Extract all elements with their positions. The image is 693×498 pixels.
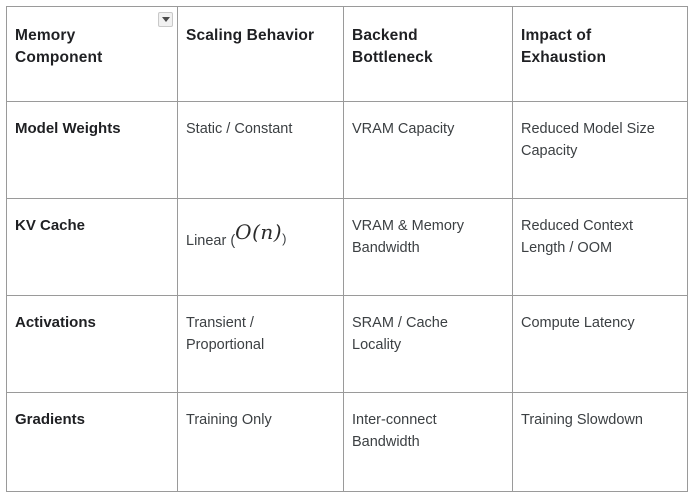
cell-text-impact-of-exhaustion: Training Slowdown: [521, 412, 643, 428]
column-header-backend-bottleneck[interactable]: Backend Bottleneck: [343, 6, 513, 102]
table-row: Activations Transient / Proportional SRA…: [6, 295, 688, 393]
cell-text-memory-component: Activations: [15, 314, 96, 331]
table-header-row: Memory Component Scaling Behavior Backen…: [6, 6, 688, 102]
column-header-impact-of-exhaustion[interactable]: Impact of Exhaustion: [512, 6, 688, 102]
cell-memory-component: Model Weights: [6, 101, 178, 199]
cell-impact-of-exhaustion: Reduced Context Length / OOM: [512, 198, 688, 296]
cell-memory-component: Activations: [6, 295, 178, 393]
chevron-down-icon[interactable]: [158, 12, 173, 27]
math-prefix: Linear (: [186, 233, 236, 249]
cell-text-memory-component: Model Weights: [15, 120, 121, 137]
column-header-label-memory-component: Memory Component: [15, 27, 103, 66]
memory-component-table: Memory Component Scaling Behavior Backen…: [6, 6, 688, 492]
table-header: Memory Component Scaling Behavior Backen…: [6, 6, 688, 102]
column-header-memory-component[interactable]: Memory Component: [6, 6, 178, 102]
cell-text-memory-component: Gradients: [15, 411, 86, 428]
cell-text-impact-of-exhaustion: Reduced Model Size Capacity: [521, 121, 655, 159]
cell-text-backend-bottleneck: VRAM & Memory Bandwidth: [352, 218, 464, 256]
table-row: KV Cache Linear (O(n)) VRAM & Memory Ban…: [6, 198, 688, 296]
cell-text-impact-of-exhaustion: Reduced Context Length / OOM: [521, 218, 634, 256]
cell-impact-of-exhaustion: Compute Latency: [512, 295, 688, 393]
cell-text-backend-bottleneck: VRAM Capacity: [352, 121, 455, 137]
cell-scaling-behavior: Linear (O(n)): [177, 198, 344, 296]
table-container: Memory Component Scaling Behavior Backen…: [6, 6, 688, 492]
chevron-down-glyph: [161, 17, 170, 22]
cell-backend-bottleneck: SRAM / Cache Locality: [343, 295, 513, 393]
cell-backend-bottleneck: VRAM Capacity: [343, 101, 513, 199]
table-row: Model Weights Static / Constant VRAM Cap…: [6, 101, 688, 199]
cell-text-scaling-behavior-math: Linear (O(n)): [178, 199, 343, 252]
cell-scaling-behavior: Training Only: [177, 392, 344, 492]
cell-text-backend-bottleneck: SRAM / Cache Locality: [352, 315, 448, 353]
cell-impact-of-exhaustion: Training Slowdown: [512, 392, 688, 492]
cell-impact-of-exhaustion: Reduced Model Size Capacity: [512, 101, 688, 199]
cell-text-scaling-behavior: Static / Constant: [186, 121, 293, 137]
math-expression: O(n): [235, 220, 283, 244]
table-row: Gradients Training Only Inter-connect Ba…: [6, 392, 688, 492]
cell-scaling-behavior: Transient / Proportional: [177, 295, 344, 393]
cell-backend-bottleneck: VRAM & Memory Bandwidth: [343, 198, 513, 296]
cell-text-memory-component: KV Cache: [15, 217, 86, 234]
math-suffix: ): [282, 231, 287, 246]
cell-scaling-behavior: Static / Constant: [177, 101, 344, 199]
column-header-scaling-behavior[interactable]: Scaling Behavior: [177, 6, 344, 102]
cell-text-scaling-behavior: Transient / Proportional: [186, 315, 265, 353]
cell-memory-component: Gradients: [6, 392, 178, 492]
column-header-label-backend-bottleneck: Backend Bottleneck: [352, 27, 433, 66]
column-header-label-scaling-behavior: Scaling Behavior: [186, 27, 315, 44]
column-header-label-impact-of-exhaustion: Impact of Exhaustion: [521, 27, 607, 66]
cell-text-impact-of-exhaustion: Compute Latency: [521, 315, 635, 331]
table-body: Model Weights Static / Constant VRAM Cap…: [6, 101, 688, 492]
cell-text-scaling-behavior: Training Only: [186, 412, 272, 428]
cell-memory-component: KV Cache: [6, 198, 178, 296]
cell-backend-bottleneck: Inter-connect Bandwidth: [343, 392, 513, 492]
cell-text-backend-bottleneck: Inter-connect Bandwidth: [352, 412, 437, 450]
